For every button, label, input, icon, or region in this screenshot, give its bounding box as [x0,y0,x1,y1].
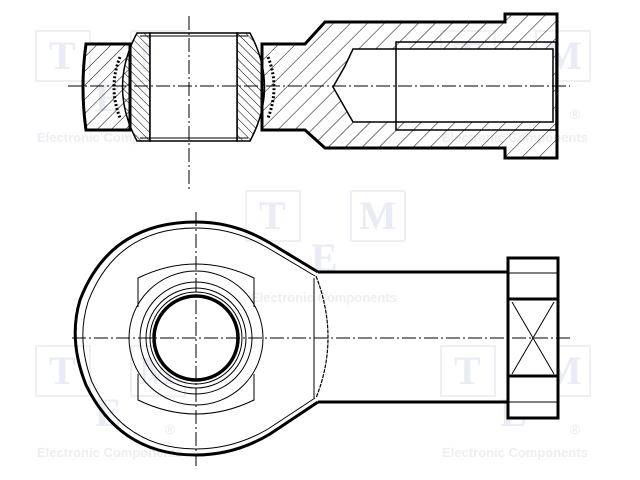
flat-cross-2 [511,301,555,375]
ball-right [236,32,266,142]
ball-bore [149,32,238,142]
top-view [72,212,570,466]
section-view [68,12,570,192]
ball-left [121,32,151,142]
